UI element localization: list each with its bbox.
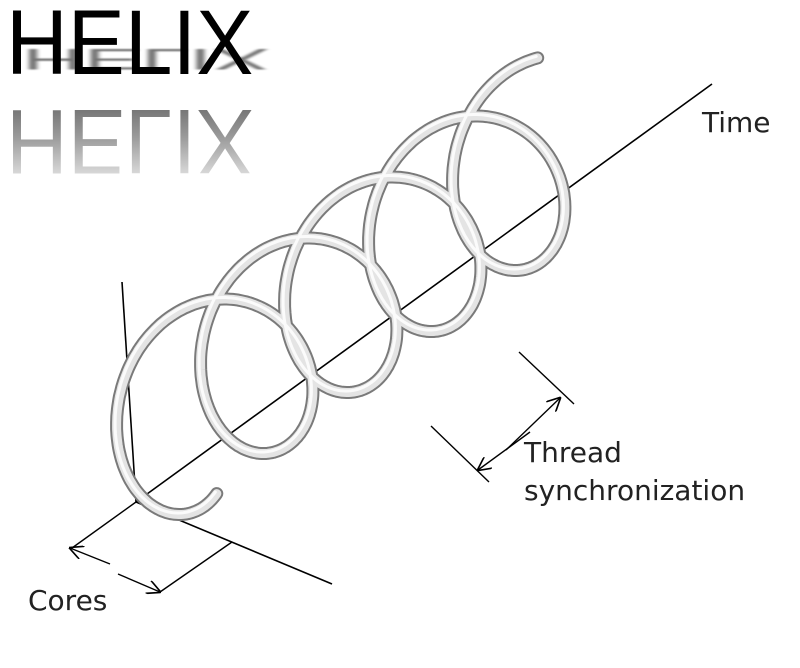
thread-extension-line-2: [518, 351, 575, 405]
cores-extension-line-1: [71, 501, 137, 549]
cores-label: Cores: [28, 584, 107, 617]
thread-label-line1: Thread: [523, 436, 622, 469]
helix-tube-highlight: [113, 54, 565, 515]
helix-tube-outline: [110, 51, 572, 521]
thread-sync-dimension: [430, 351, 575, 483]
logo-title: HELIX: [6, 0, 254, 94]
thread-extension-line-1: [430, 425, 490, 483]
helix-tube-body: [112, 53, 570, 519]
cores-arrow-1: [70, 548, 111, 565]
cores-extension-line-2: [159, 541, 233, 593]
time-axis: [135, 83, 713, 503]
thread-label-line2: synchronization: [524, 474, 745, 507]
thread-arrow-2: [505, 398, 560, 451]
helix-coil: [110, 51, 572, 521]
cores-dimension: [70, 501, 233, 593]
vertical-axis: [121, 281, 137, 503]
time-label: Time: [701, 106, 771, 139]
cores-arrow-2: [117, 573, 160, 592]
thread-arrow-1: [478, 431, 531, 470]
